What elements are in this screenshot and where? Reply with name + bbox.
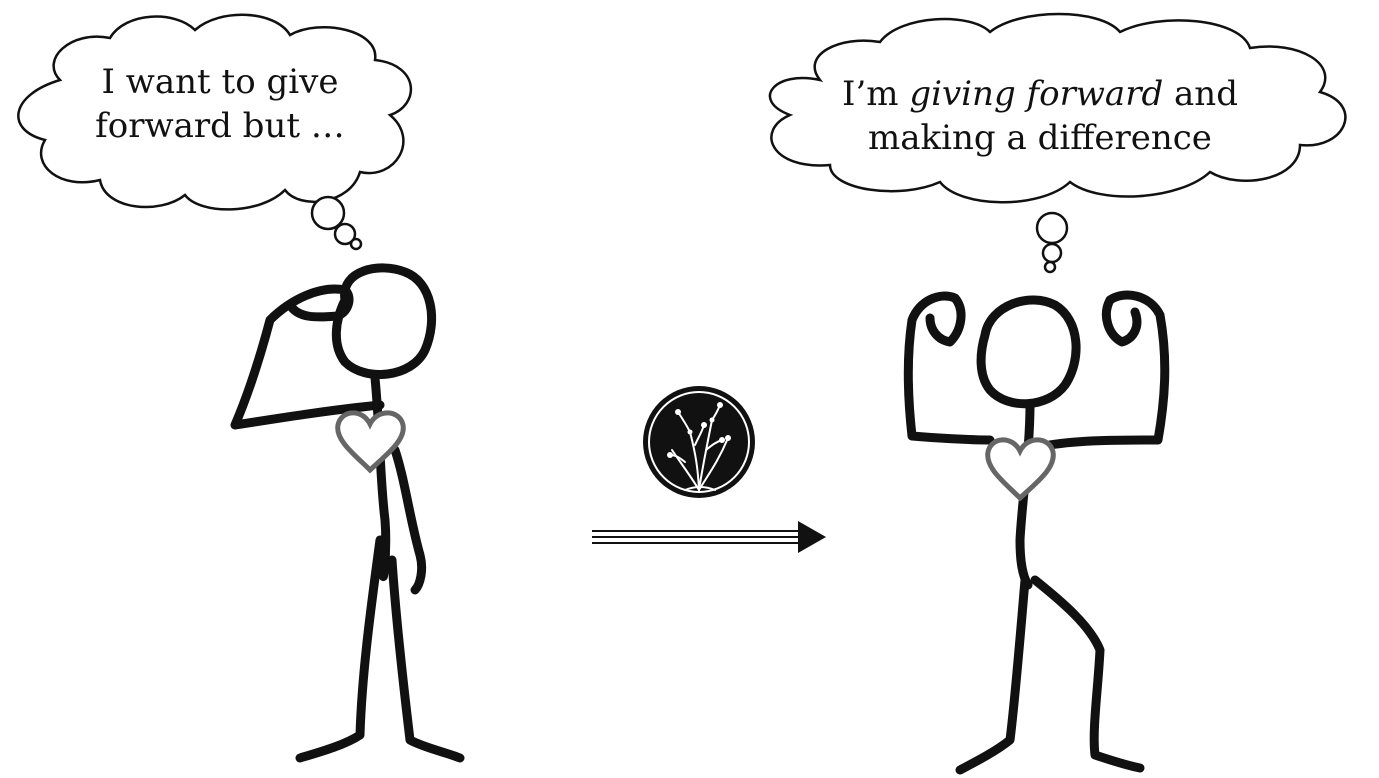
left-figure-right-leg bbox=[392, 560, 460, 758]
left-thought-dots bbox=[312, 197, 361, 249]
right-thought-text: I’m giving forward and making a differen… bbox=[830, 72, 1250, 160]
left-stick-figure bbox=[235, 268, 460, 758]
right-heart-icon bbox=[988, 440, 1054, 498]
left-figure-head bbox=[336, 268, 431, 375]
right-thought-line-2: making a difference bbox=[830, 116, 1250, 160]
left-thought-line-2: forward but … bbox=[70, 104, 370, 148]
left-figure-hanging-arm bbox=[395, 450, 422, 590]
right-thought-emphasis: giving forward bbox=[909, 74, 1163, 114]
left-thought-text: I want to give forward but … bbox=[70, 60, 370, 148]
right-thought-line-1: I’m giving forward and bbox=[830, 72, 1250, 116]
left-heart-icon bbox=[338, 413, 404, 470]
left-figure-left-leg bbox=[300, 540, 380, 758]
right-thought-suffix: and bbox=[1163, 74, 1238, 114]
double-line-arrow-icon bbox=[592, 521, 826, 553]
right-thought-prefix: I’m bbox=[842, 74, 909, 114]
right-figure-right-leg bbox=[1035, 580, 1140, 768]
right-stick-figure bbox=[908, 295, 1165, 770]
right-thought-dots bbox=[1037, 213, 1067, 272]
left-thought-line-1: I want to give bbox=[70, 60, 370, 104]
right-figure-left-leg bbox=[960, 580, 1025, 770]
tree-circle-logo-icon bbox=[643, 386, 755, 498]
right-figure-head bbox=[981, 300, 1076, 404]
left-figure-raised-arm bbox=[235, 289, 380, 425]
